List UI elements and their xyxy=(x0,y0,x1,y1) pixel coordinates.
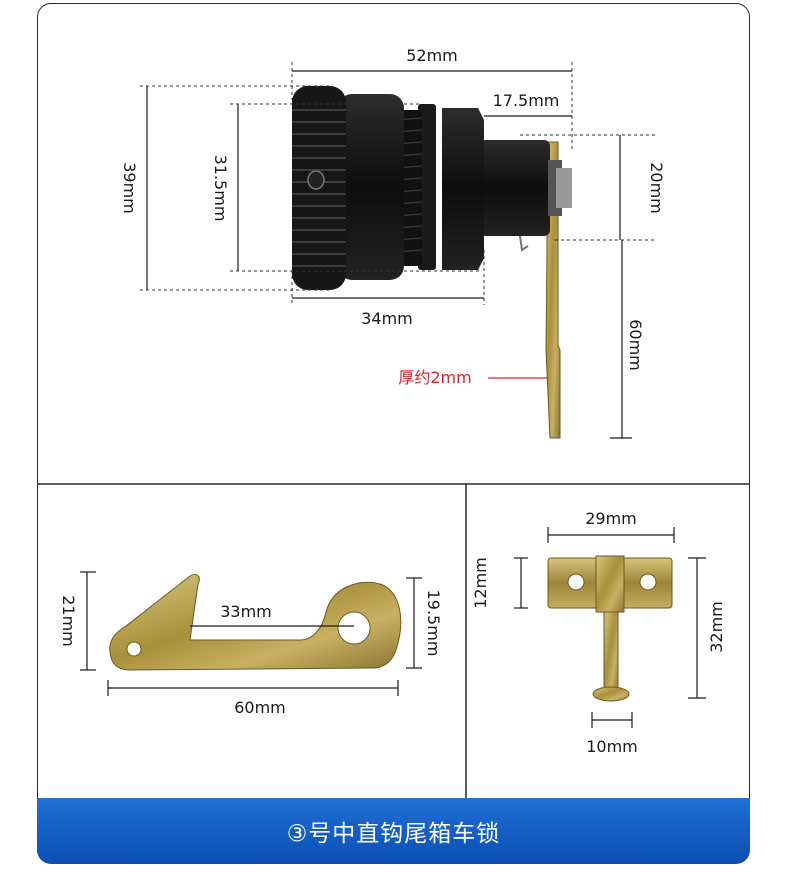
hook-plate-photo xyxy=(109,573,402,671)
footer-banner: ③号中直钩尾箱车锁 xyxy=(37,798,750,864)
hook-dim-width: 60mm xyxy=(234,698,286,717)
hook-dimensions xyxy=(80,571,422,696)
bracket-dim-pin: 10mm xyxy=(586,737,638,756)
lock-dimensions xyxy=(140,62,655,439)
bracket-dimensions xyxy=(514,527,706,728)
hook-dim-hole-span: 33mm xyxy=(220,602,272,621)
product-title: ③号中直钩尾箱车锁 xyxy=(286,821,501,847)
bracket-photo xyxy=(547,555,673,702)
bracket-dim-width: 29mm xyxy=(585,509,637,528)
thickness-note: 厚约2mm xyxy=(398,368,471,387)
lock-photo xyxy=(292,86,572,439)
hook-dim-height: 21mm xyxy=(59,595,78,647)
dim-total-length: 52mm xyxy=(406,46,458,65)
dim-cam-length: 60mm xyxy=(626,319,645,371)
dim-cam-offset: 20mm xyxy=(647,162,666,214)
dim-shaft: 17.5mm xyxy=(493,91,560,110)
dim-body-length: 34mm xyxy=(361,309,413,328)
hook-dim-right-height: 19.5mm xyxy=(424,590,443,657)
dim-thread-height: 31.5mm xyxy=(211,155,230,222)
bracket-dim-total-height: 32mm xyxy=(707,601,726,653)
bracket-dim-plate-height: 12mm xyxy=(471,557,490,609)
dim-knob-height: 39mm xyxy=(120,162,139,214)
